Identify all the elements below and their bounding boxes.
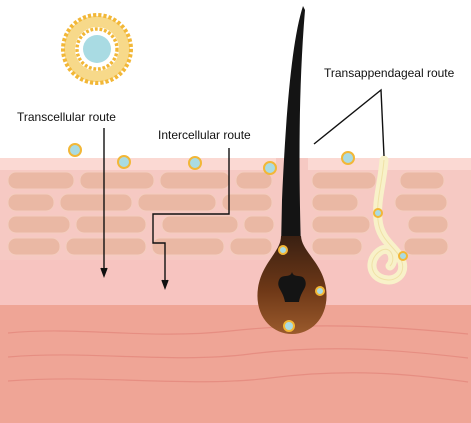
nanoparticle-icon (68, 143, 82, 157)
corneocyte (7, 171, 75, 190)
dermis-layer (0, 300, 471, 423)
dermis-lines (7, 325, 469, 383)
hair-follicle-icon (257, 6, 327, 334)
nanoparticle-icon (315, 286, 325, 296)
corneocyte (7, 193, 55, 212)
corneocyte (229, 237, 273, 256)
corneocyte (59, 193, 133, 212)
corneocyte (75, 215, 147, 234)
corneocyte (159, 171, 231, 190)
corneocyte (403, 237, 449, 256)
nanoparticle-icon (283, 320, 295, 332)
nanoparticle-icon (188, 156, 202, 170)
corneocyte (394, 193, 448, 212)
corneocyte (243, 215, 275, 234)
corneocyte (151, 237, 225, 256)
corneocyte (407, 215, 449, 234)
corneocyte (311, 237, 363, 256)
dermal-papilla (278, 272, 306, 302)
corneocyte (161, 215, 239, 234)
transcellular-route-label: Transcellular route (17, 110, 116, 124)
intercellular-route-label: Intercellular route (158, 128, 251, 142)
nanoparticle-icon (278, 245, 288, 255)
corneocyte (65, 237, 147, 256)
nanoparticle-icon (373, 208, 383, 218)
corneocyte (235, 171, 273, 190)
transappendageal-pointer (313, 88, 385, 157)
corneocyte (221, 193, 273, 212)
corneocyte (7, 215, 71, 234)
liposome-icon (61, 13, 133, 85)
nanoparticle-icon (117, 155, 131, 169)
nanoparticle-icon (398, 251, 408, 261)
transappendageal-route-label: Transappendageal route (324, 66, 455, 80)
corneocyte (137, 193, 217, 212)
nanoparticles (68, 143, 408, 332)
corneocyte (79, 171, 155, 190)
corneocytes (7, 171, 449, 256)
hair-shaft (281, 6, 305, 248)
corneocyte (311, 171, 377, 190)
intercellular-arrow (152, 148, 230, 286)
nanoparticle-icon (341, 151, 355, 165)
route-lines (100, 88, 385, 290)
corneocyte (311, 215, 371, 234)
corneocyte (399, 171, 445, 190)
corneocyte (7, 237, 61, 256)
skin-surface (0, 158, 471, 170)
corneocyte (311, 193, 359, 212)
nanoparticle-icon (263, 161, 277, 175)
